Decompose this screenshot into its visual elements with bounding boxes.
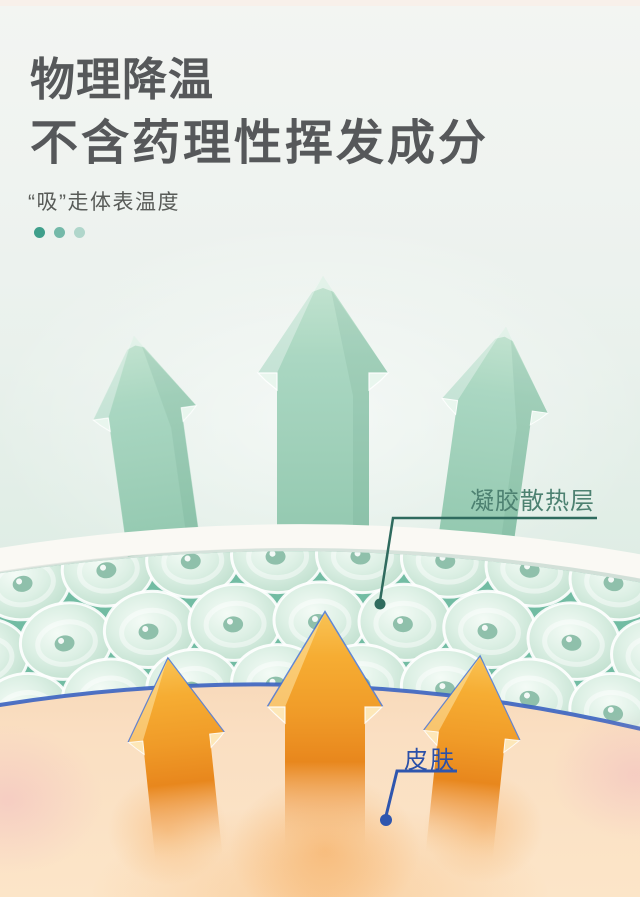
skin-label: 皮肤 [404,747,456,774]
page-subtitle: “吸”走体表温度 [28,191,180,214]
skin-callout [380,769,457,826]
top-edge-strip [0,0,640,6]
dot-3 [74,227,85,238]
page-title-line-1: 物理降温 [30,54,215,105]
page-title-line-2: 不含药理性挥发成分 [30,117,490,170]
gel-layer-label: 凝胶散热层 [470,488,595,515]
dot-1 [34,227,45,238]
decorative-dots [34,227,85,238]
membrane-band [0,524,640,579]
membrane-band-shadow [0,547,640,583]
dot-2 [54,227,65,238]
gel-layer-callout [374,516,597,610]
